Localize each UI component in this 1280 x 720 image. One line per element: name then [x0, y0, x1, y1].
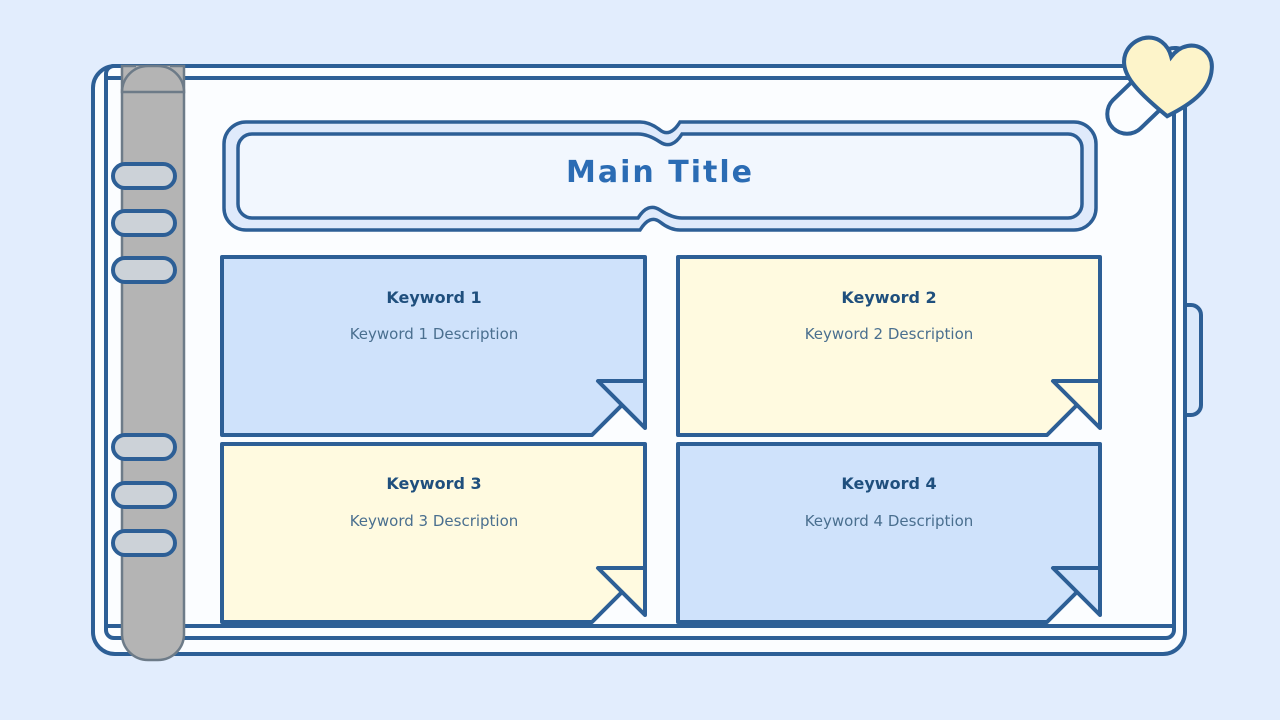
keyword-4-description: Keyword 4 Description [804, 512, 974, 530]
keyword-2-description: Keyword 2 Description [804, 325, 974, 343]
page-title: Main Title [566, 155, 754, 190]
binder-ring[interactable] [111, 162, 177, 190]
keyword-4-title: Keyword 4 [841, 474, 937, 493]
keyword-1-title: Keyword 1 [386, 288, 482, 307]
keyword-card-3[interactable] [220, 442, 647, 624]
keyword-card-4[interactable] [676, 442, 1102, 624]
keyword-3-description: Keyword 3 Description [349, 512, 519, 530]
keyword-card-1[interactable] [220, 255, 647, 437]
keyword-3-title: Keyword 3 [386, 474, 482, 493]
binder-ring[interactable] [111, 433, 177, 461]
side-tab[interactable] [1183, 303, 1203, 417]
keyword-1-description: Keyword 1 Description [349, 325, 519, 343]
binder-ring[interactable] [111, 481, 177, 509]
binder-ring[interactable] [111, 529, 177, 557]
binder-ring[interactable] [111, 256, 177, 284]
keyword-card-2[interactable] [676, 255, 1102, 437]
notebook-spine [120, 64, 186, 662]
title-banner [222, 120, 1098, 232]
binder-ring[interactable] [111, 209, 177, 237]
keyword-2-title: Keyword 2 [841, 288, 937, 307]
heart-icon[interactable] [1122, 35, 1214, 119]
binder-rings [111, 162, 177, 557]
